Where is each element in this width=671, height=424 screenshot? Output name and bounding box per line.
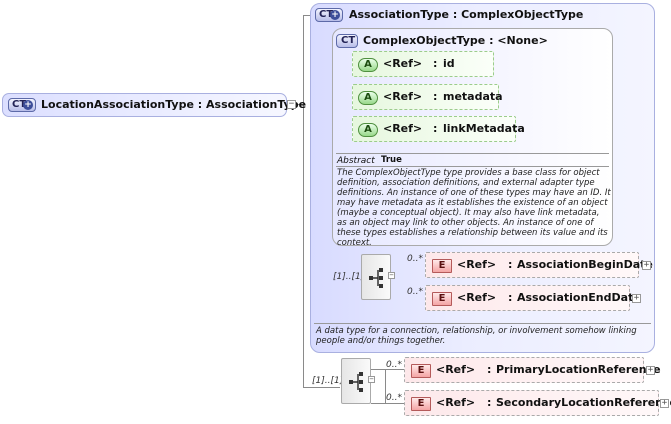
attribute-ref: <Ref>: [383, 90, 423, 103]
expand-element-toggle[interactable]: +: [642, 260, 651, 270]
root-type-title: LocationAssociationType : AssociationTyp…: [41, 98, 306, 111]
element-primary-location-reference[interactable]: E <Ref> : PrimaryLocationReference: [404, 357, 661, 383]
sequence-cardinality: [1]..[1]: [312, 376, 344, 386]
ct-badge: CT +: [8, 98, 36, 112]
separator-line: [336, 153, 609, 154]
connector-to-association: [303, 15, 315, 16]
expand-element-toggle[interactable]: +: [646, 365, 655, 375]
element-name: PrimaryLocationReference: [496, 363, 661, 376]
element-association-end-date[interactable]: E <Ref> : AssociationEndDate: [425, 285, 641, 311]
association-type-separator: :: [452, 8, 458, 21]
expand-element-toggle[interactable]: +: [660, 398, 669, 408]
element-name: AssociationBeginDate: [517, 258, 653, 271]
element-name: AssociationEndDate: [517, 291, 641, 304]
attribute-name: id: [443, 57, 455, 70]
element-separator: :: [508, 291, 513, 304]
root-type-base: AssociationType: [206, 98, 307, 111]
attribute-separator: :: [433, 57, 438, 70]
element-separator: :: [487, 363, 492, 376]
association-documentation: A data type for a connection, relationsh…: [316, 326, 637, 346]
separator-line: [336, 166, 609, 167]
attribute-link-metadata[interactable]: A <Ref> : linkMetadata: [352, 116, 525, 142]
sequence-compositor[interactable]: [361, 254, 391, 300]
attribute-ref: <Ref>: [383, 57, 423, 70]
ct-badge: CT +: [315, 8, 343, 22]
ct-badge-label: CT: [341, 35, 356, 46]
element-badge: E: [411, 364, 431, 378]
element-badge: E: [432, 292, 452, 306]
element-cardinality: 0..*: [407, 254, 423, 264]
attribute-ref: <Ref>: [383, 122, 423, 135]
attribute-separator: :: [433, 90, 438, 103]
element-badge: E: [411, 397, 431, 411]
complex-object-documentation: The ComplexObjectType type provides a ba…: [337, 168, 611, 248]
root-complex-type-node[interactable]: CT + LocationAssociationType : Associati…: [2, 93, 306, 117]
sequence-icon: [369, 268, 383, 288]
collapse-root-toggle[interactable]: −: [287, 99, 296, 109]
complex-object-type-base: <None>: [497, 34, 548, 47]
ct-badge-label: CT: [319, 9, 334, 20]
element-badge: E: [432, 259, 452, 273]
connector-seq2-elem1: [371, 369, 404, 370]
element-ref: <Ref>: [436, 363, 476, 376]
complex-object-type-name: ComplexObjectType: [363, 34, 486, 47]
connector-to-location-seq: [303, 387, 340, 388]
separator-line: [314, 323, 651, 324]
attribute-badge: A: [358, 58, 378, 72]
attribute-name: linkMetadata: [443, 122, 525, 135]
complex-object-type-separator: :: [489, 34, 494, 47]
root-type-separator: :: [197, 98, 203, 111]
sequence-compositor[interactable]: [341, 358, 371, 404]
element-association-begin-date[interactable]: E <Ref> : AssociationBeginDate: [425, 252, 653, 278]
collapse-sequence-toggle[interactable]: −: [388, 271, 395, 279]
element-ref: <Ref>: [436, 396, 476, 409]
ct-plus-icon: +: [23, 100, 33, 110]
element-name: SecondaryLocationReference: [496, 396, 671, 409]
element-ref: <Ref>: [457, 291, 497, 304]
association-type-base: ComplexObjectType: [461, 8, 584, 21]
ct-badge: CT: [336, 34, 358, 48]
element-cardinality: 0..*: [407, 287, 423, 297]
attribute-id[interactable]: A <Ref> : id: [352, 51, 494, 77]
element-cardinality: 0..*: [386, 393, 402, 403]
collapse-sequence-toggle[interactable]: −: [368, 375, 375, 383]
ct-badge-label: CT: [12, 99, 27, 110]
attribute-metadata[interactable]: A <Ref> : metadata: [352, 84, 503, 110]
association-type-title: AssociationType : ComplexObjectType: [349, 8, 583, 21]
property-abstract-value: True: [381, 155, 402, 165]
connector-seq2-trunk: [385, 369, 386, 403]
attribute-badge: A: [358, 91, 378, 105]
root-type-name: LocationAssociationType: [41, 98, 194, 111]
connector-trunk: [303, 15, 304, 387]
element-separator: :: [487, 396, 492, 409]
attribute-name: metadata: [443, 90, 503, 103]
attribute-badge: A: [358, 123, 378, 137]
element-separator: :: [508, 258, 513, 271]
sequence-cardinality: [1]..[1]: [333, 272, 365, 282]
property-abstract-label: Abstract: [337, 156, 375, 166]
expand-element-toggle[interactable]: +: [632, 293, 641, 303]
element-ref: <Ref>: [457, 258, 497, 271]
connector-seq2-elem2: [371, 403, 404, 404]
attribute-separator: :: [433, 122, 438, 135]
ct-plus-icon: +: [330, 10, 340, 20]
element-secondary-location-reference[interactable]: E <Ref> : SecondaryLocationReference: [404, 390, 671, 416]
association-type-name: AssociationType: [349, 8, 449, 21]
sequence-icon: [349, 372, 363, 392]
complex-object-type-title: ComplexObjectType : <None>: [363, 34, 548, 47]
element-cardinality: 0..*: [386, 360, 402, 370]
